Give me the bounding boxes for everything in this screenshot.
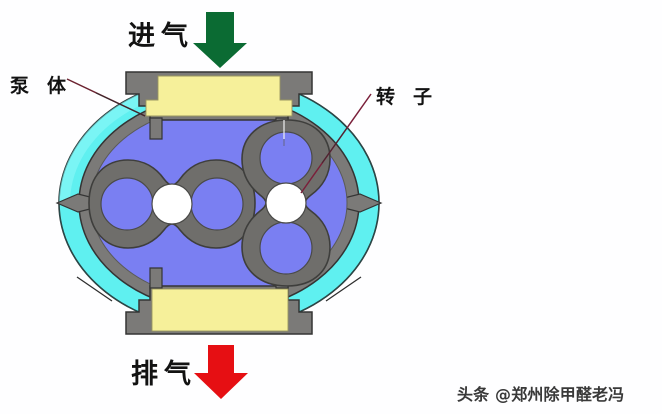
left-rotor-shaft [151,183,193,225]
exhaust-arrow [194,345,248,399]
right-rotor-vertical [241,119,331,287]
leader-line-rotor [300,93,372,194]
jacket-seam-lines [76,276,362,302]
label-exhaust: 排气 [131,359,197,390]
leader-line-pump-body [66,78,146,117]
label-intake: 进气 [128,21,194,52]
right-rotor-shaft [265,182,307,224]
label-pump-body: 泵 体 [10,75,72,97]
watermark: 头条 @郑州除甲醛老冯 [457,385,625,404]
intake-arrow [193,12,247,68]
outlet-port-yellow [151,288,289,332]
inlet-port-yellow [145,75,293,117]
left-rotor-horizontal [88,159,256,249]
label-rotor: 转 子 [376,86,438,108]
